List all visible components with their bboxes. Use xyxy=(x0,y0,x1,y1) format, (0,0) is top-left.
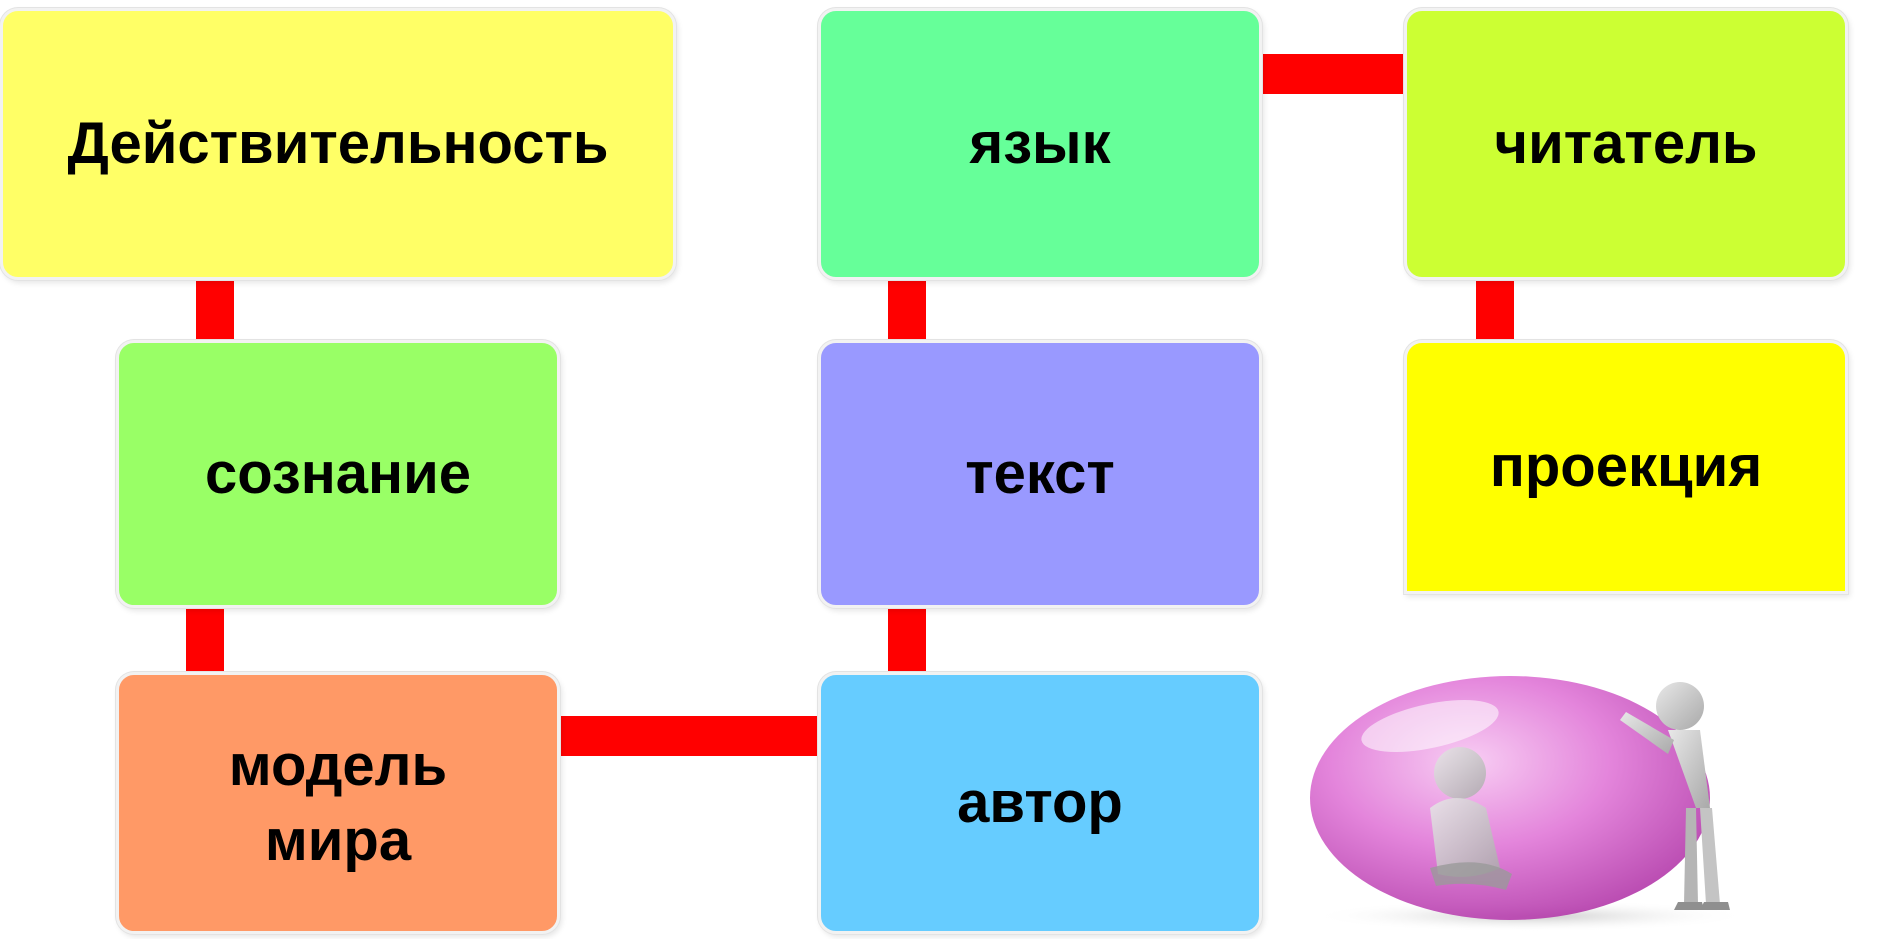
node-projection: проекция xyxy=(1404,340,1848,594)
node-consciousness-label: сознание xyxy=(205,441,471,507)
node-author: автор xyxy=(818,672,1262,934)
node-reality: Действительность xyxy=(0,8,676,280)
node-reality-label: Действительность xyxy=(67,111,609,177)
node-text: текст xyxy=(818,340,1262,608)
edge-text-language xyxy=(888,278,926,342)
edge-reality-consciousness xyxy=(196,278,234,342)
node-world-model: модель мира xyxy=(116,672,560,934)
node-reader: читатель xyxy=(1404,8,1848,280)
figure-in-bubble-illustration xyxy=(1280,668,1878,934)
node-world-model-label: модель мира xyxy=(228,732,448,873)
node-consciousness: сознание xyxy=(116,340,560,608)
node-projection-label: проекция xyxy=(1489,434,1763,500)
node-reader-label: читатель xyxy=(1494,111,1758,177)
edge-consciousness-world-model xyxy=(186,606,224,676)
node-text-label: текст xyxy=(965,441,1115,507)
edge-world-model-author xyxy=(558,716,820,756)
edge-author-text xyxy=(888,606,926,676)
edge-language-reader xyxy=(1260,54,1408,94)
node-author-label: автор xyxy=(957,770,1123,836)
node-language-label: язык xyxy=(969,111,1111,177)
edge-reader-projection xyxy=(1476,278,1514,342)
node-language: язык xyxy=(818,8,1262,280)
